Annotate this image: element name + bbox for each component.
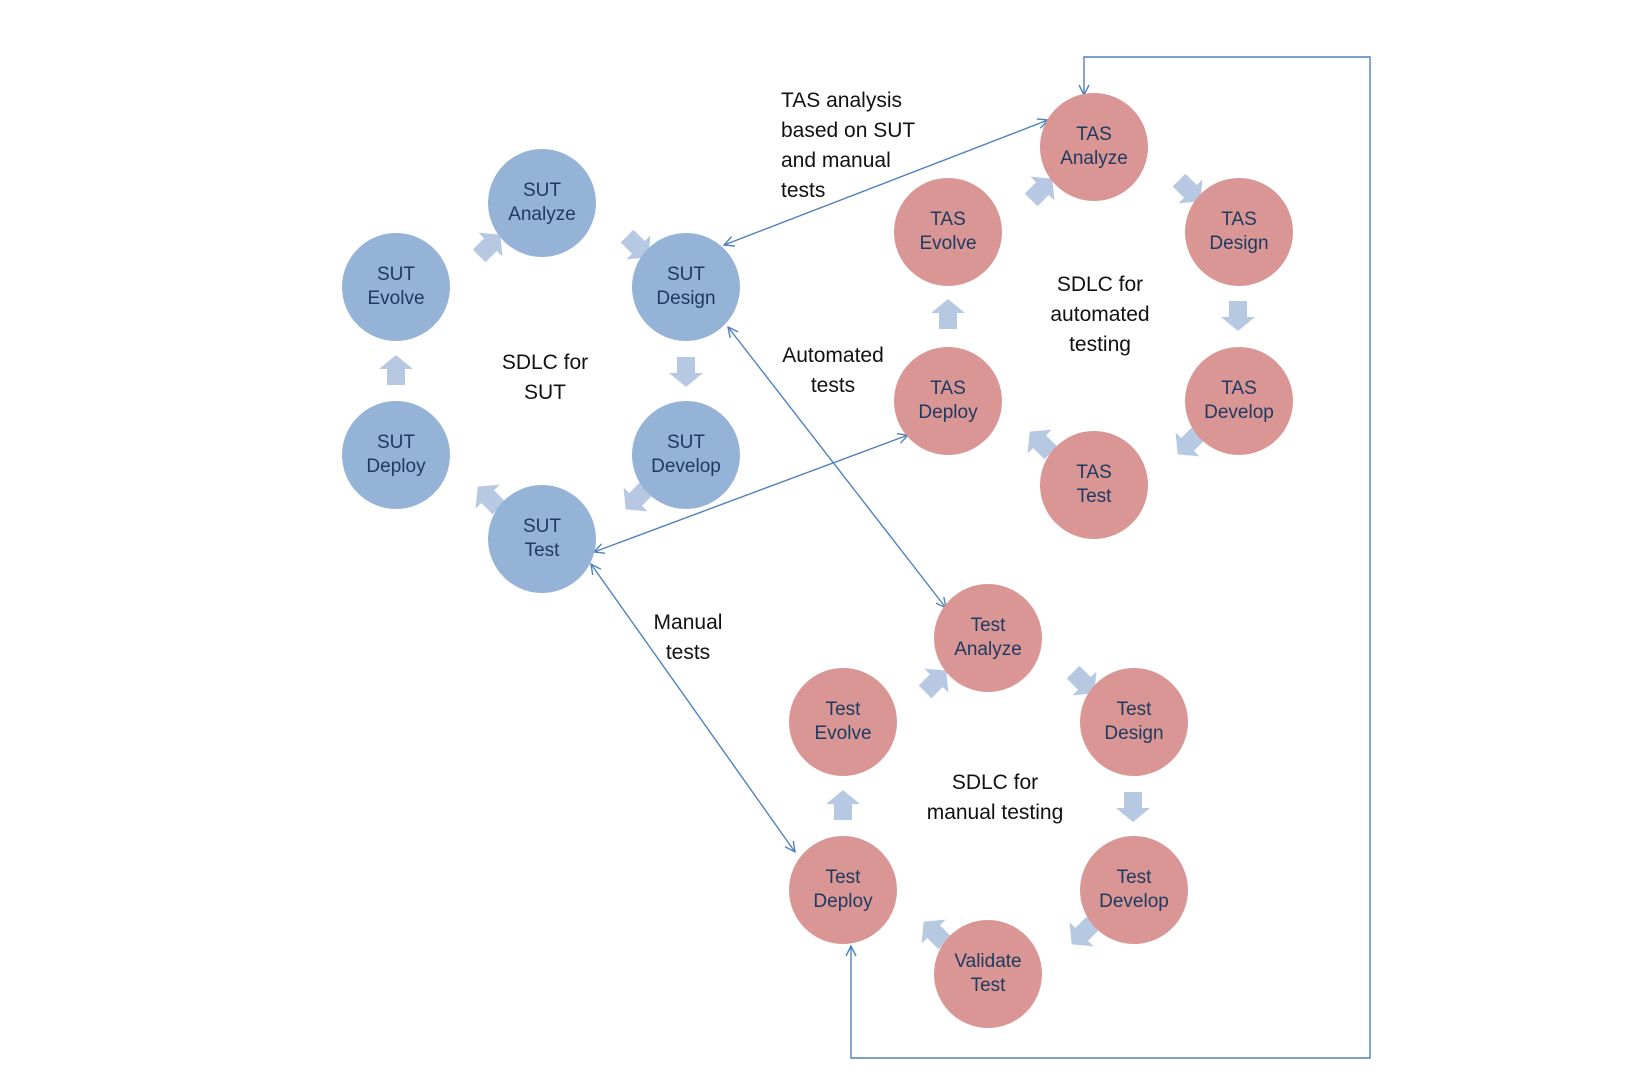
connector-sut-test-to-test-deploy xyxy=(591,564,795,852)
cycle-arrow-tas-deploy-to-evolve xyxy=(931,299,965,329)
cycle-arrow-tas-analyze-to-design xyxy=(1172,173,1203,204)
cycle-arrow-test-deploy-to-evolve xyxy=(826,790,860,820)
connector-feedback-loop xyxy=(851,56,1371,1059)
cycle-arrow-sut-design-to-develop xyxy=(669,357,703,387)
cycle-arrow-sut-analyze-to-design xyxy=(620,229,651,260)
cycle-arrow-test-design-to-develop xyxy=(1116,792,1150,822)
connectors xyxy=(591,56,1371,1059)
cycle-arrow-sut-evolve-to-analyze xyxy=(472,232,503,263)
cycle-arrow-sut-deploy-to-evolve xyxy=(379,355,413,385)
cycle-arrow-tas-design-to-develop xyxy=(1221,301,1255,331)
